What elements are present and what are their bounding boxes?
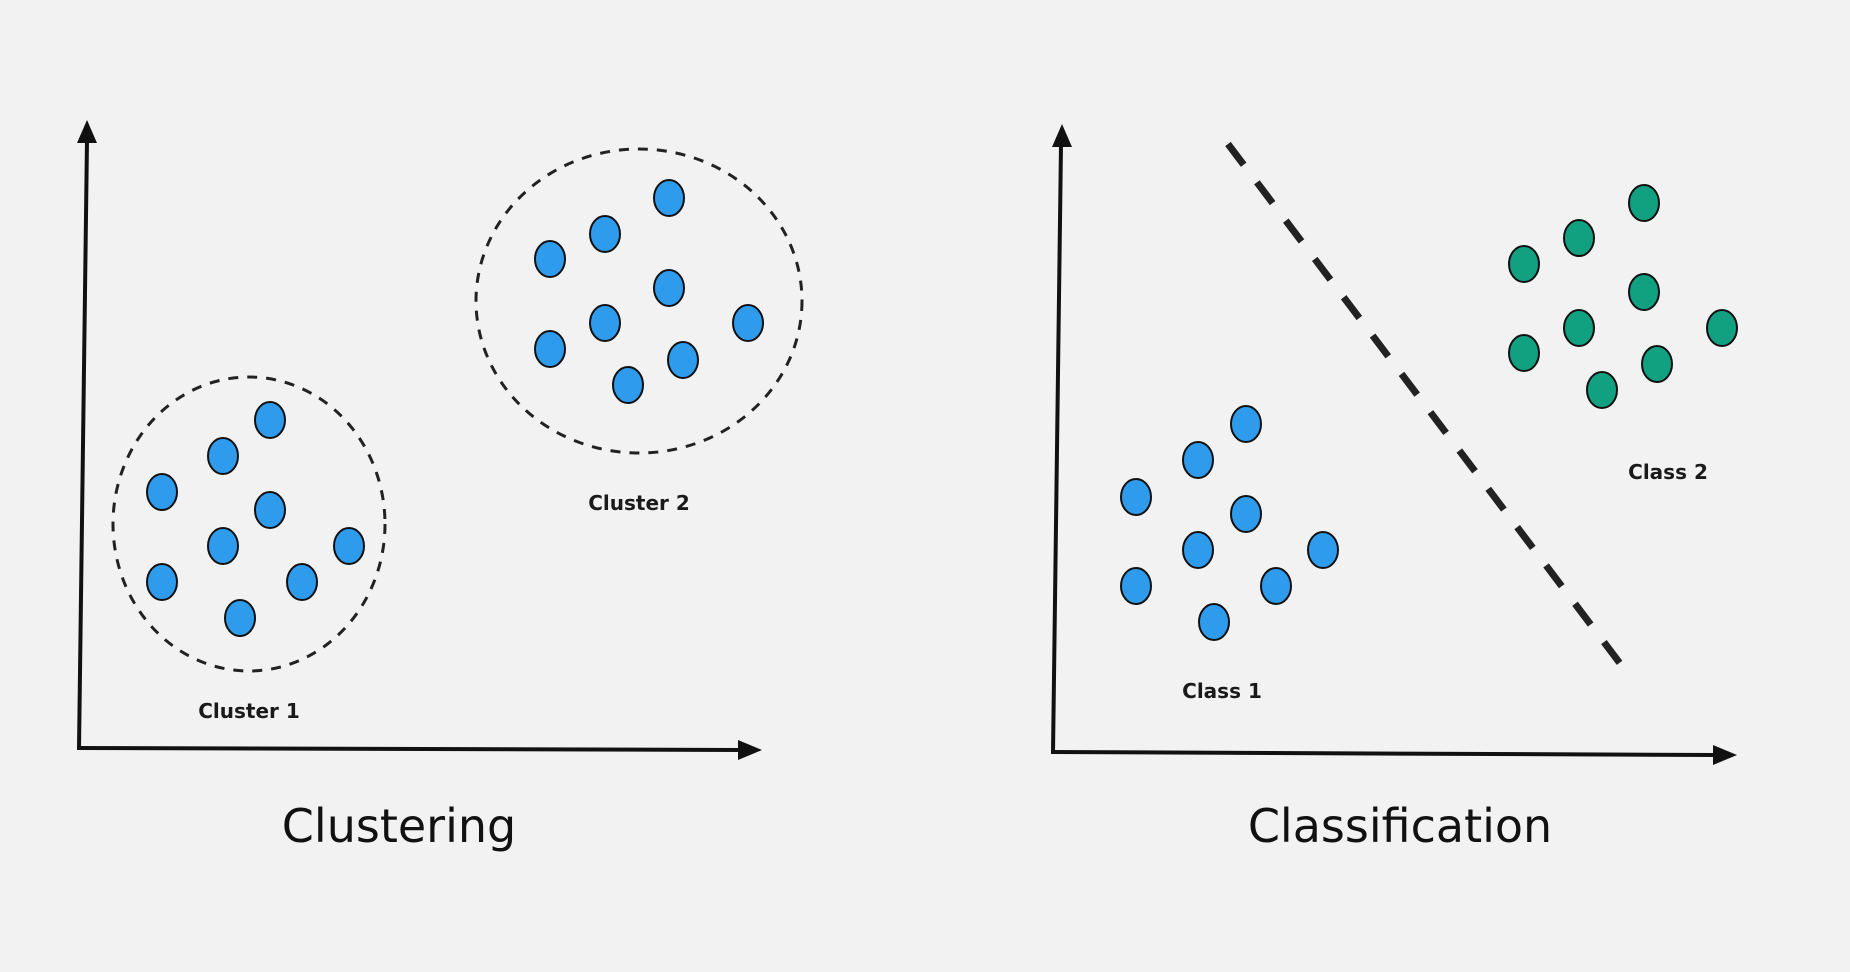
class-1-point — [1120, 478, 1152, 516]
clustering-x-axis — [76, 746, 741, 752]
class-2-point — [1628, 273, 1660, 311]
classification-caption: Classification — [1248, 799, 1552, 853]
class-1-label: Class 1 — [1182, 679, 1262, 703]
class-2-point — [1628, 184, 1660, 222]
class-2-point — [1563, 219, 1595, 257]
cluster-1-point — [207, 437, 239, 475]
cluster-1-point — [254, 401, 286, 439]
cluster-2-point — [667, 341, 699, 379]
cluster-1-point — [254, 491, 286, 529]
class-2-point — [1563, 309, 1595, 347]
cluster-2-point — [732, 304, 764, 342]
class-1-point — [1120, 567, 1152, 605]
clustering-panel: Cluster 1 Cluster 2 Clustering — [76, 120, 804, 853]
cluster-2-boundary — [474, 147, 804, 455]
cluster-2-point — [589, 215, 621, 253]
cluster-1-point — [286, 563, 318, 601]
class-2-point — [1641, 345, 1673, 383]
class-2-point — [1586, 371, 1618, 409]
cluster-2-point — [589, 304, 621, 342]
clustering-axes — [76, 120, 762, 760]
cluster-2-points — [534, 179, 764, 404]
class-1-point — [1230, 405, 1262, 443]
cluster-1-point — [333, 527, 365, 565]
cluster-1-point — [146, 563, 178, 601]
class-1-point — [1182, 531, 1214, 569]
class-2-points — [1508, 184, 1738, 409]
cluster-1-points — [146, 401, 365, 637]
class-2-label: Class 2 — [1628, 460, 1708, 484]
cluster-1-point — [224, 599, 256, 637]
class-1-point — [1182, 441, 1214, 479]
clustering-y-arrowhead — [77, 120, 97, 143]
cluster-2-point — [612, 366, 644, 404]
cluster-2-point — [534, 240, 566, 278]
class-1-point — [1198, 603, 1230, 641]
cluster-2-point — [534, 330, 566, 368]
clustering-x-arrowhead — [738, 740, 762, 760]
class-1-point — [1260, 567, 1292, 605]
clustering-y-axis — [77, 139, 89, 750]
cluster-1-label: Cluster 1 — [198, 699, 300, 723]
class-1-points — [1120, 405, 1339, 641]
class-2-point — [1706, 309, 1738, 347]
classification-axes — [1050, 124, 1737, 765]
cluster-2-point — [653, 269, 685, 307]
classification-panel: Class 1 Class 2 Classification — [1050, 124, 1738, 853]
classification-y-arrowhead — [1052, 124, 1072, 147]
cluster-1-point — [146, 473, 178, 511]
decision-boundary — [1225, 141, 1628, 673]
class-1-point — [1307, 531, 1339, 569]
class-1-point — [1230, 495, 1262, 533]
classification-y-axis — [1051, 144, 1063, 754]
cluster-2-point — [653, 179, 685, 217]
class-2-point — [1508, 245, 1540, 283]
classification-x-axis — [1050, 750, 1716, 757]
clustering-caption: Clustering — [282, 799, 516, 853]
cluster-1-point — [207, 527, 239, 565]
cluster-2-label: Cluster 2 — [588, 491, 690, 515]
class-2-point — [1508, 334, 1540, 372]
cluster-1-boundary — [111, 375, 387, 673]
classification-x-arrowhead — [1713, 745, 1737, 765]
